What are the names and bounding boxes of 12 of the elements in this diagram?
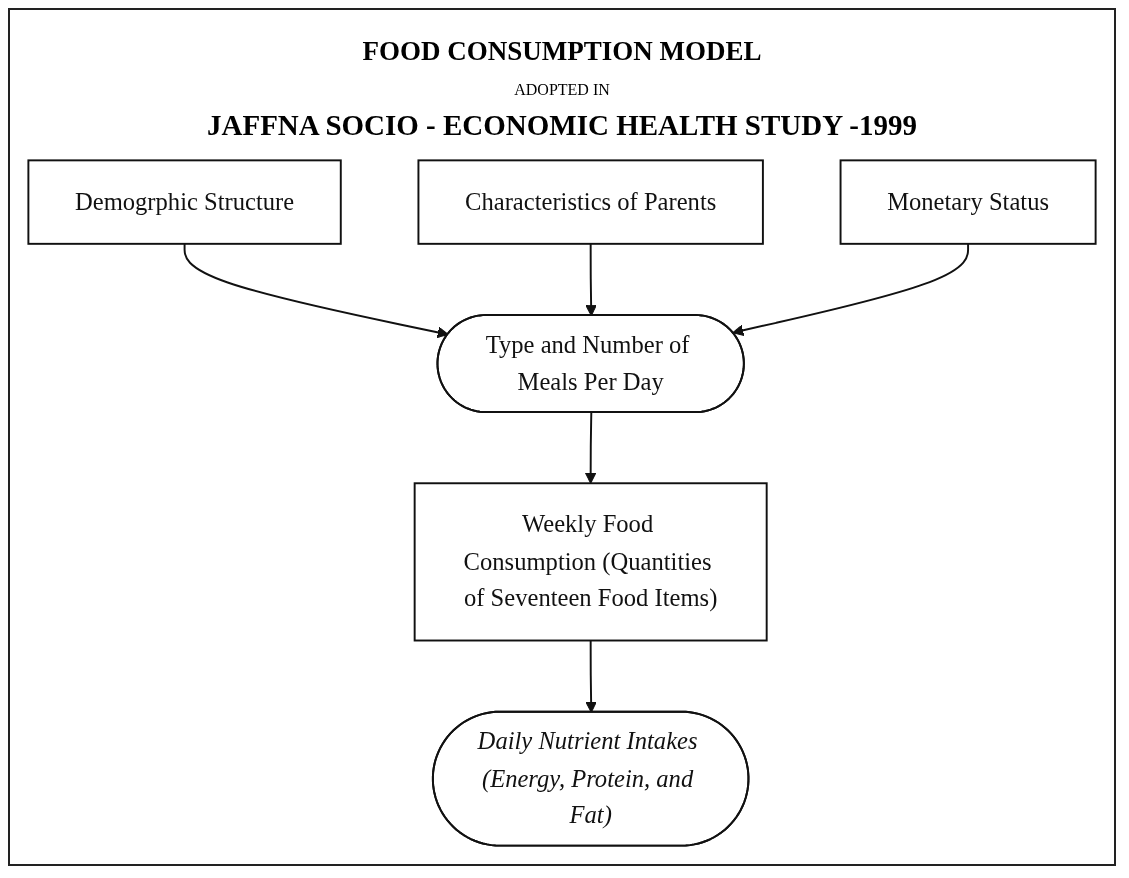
arrow: [584, 411, 597, 484]
arrow: [585, 242, 597, 317]
study-title: JAFFNA SOCIO - ECONOMIC HEALTH STUDY -1999: [206, 109, 917, 142]
arrow: [732, 242, 970, 336]
diagram-title: FOOD CONSUMPTION MODEL: [362, 36, 762, 67]
arrow: [585, 639, 597, 713]
node-box: Weekly Food Consumption (Quantities of Seventeen Food Items): [413, 482, 768, 642]
node-box: Monetary Status: [839, 159, 1097, 245]
subtitle-text: ADOPTED IN: [514, 81, 610, 99]
node-box: Characteristics of Parents: [417, 159, 764, 245]
node-box: Demogrphic Structure: [27, 159, 342, 245]
arrow: [183, 242, 449, 338]
